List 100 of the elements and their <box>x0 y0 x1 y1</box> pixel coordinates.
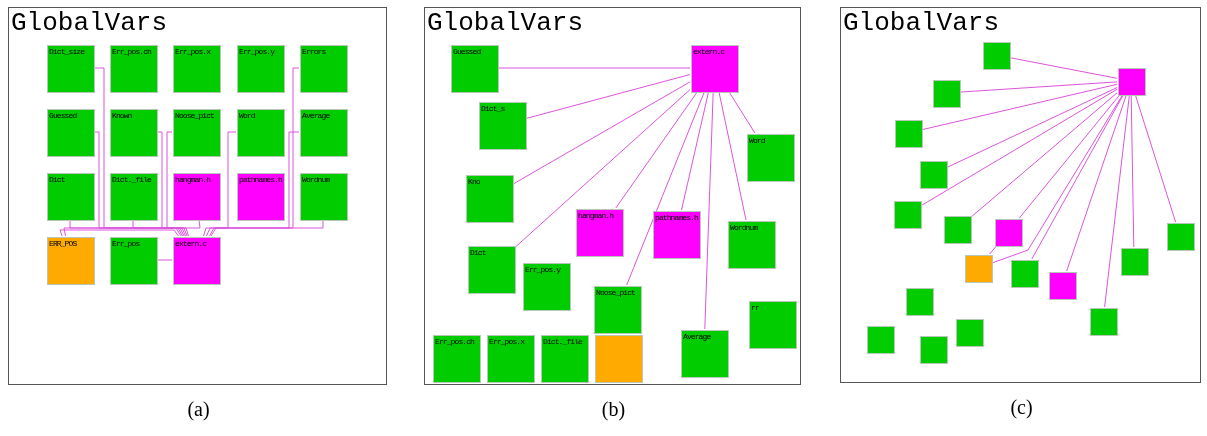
variable-box <box>541 335 589 383</box>
variable-box <box>110 173 158 221</box>
variable-name: Known <box>112 111 132 120</box>
variable-name: Word <box>239 111 255 120</box>
panel-caption: (b) <box>601 398 626 421</box>
variable-box <box>965 255 993 283</box>
variable-box <box>300 173 348 221</box>
variable-name: Err_pos.ch <box>112 47 151 56</box>
connector-line <box>920 88 1118 207</box>
connector-line <box>681 91 709 211</box>
variable-box <box>681 330 729 378</box>
connector-line <box>989 245 997 255</box>
variable-box <box>47 173 95 221</box>
connector-line <box>1130 94 1135 248</box>
variable-box <box>749 301 797 349</box>
connector-line <box>1018 94 1121 219</box>
connector-line <box>525 74 691 119</box>
connector-line <box>959 81 1118 93</box>
variable-name: extern.c <box>693 47 725 56</box>
variable-box <box>47 45 95 93</box>
variable-name: Noose_pict <box>596 288 635 297</box>
connector-line <box>704 91 714 330</box>
variable-name: Dict <box>470 248 486 257</box>
panel-title: GlobalVars <box>427 10 584 36</box>
variable-name: Errors <box>302 47 326 56</box>
variable-box <box>895 120 923 148</box>
connector-line <box>514 89 691 248</box>
variable-name: Dict_size <box>49 47 85 56</box>
variable-box <box>47 237 95 285</box>
connector-line <box>63 219 201 237</box>
variable-box <box>523 263 571 311</box>
connector-line <box>209 67 300 237</box>
connector-line <box>93 131 185 237</box>
connector-line <box>1031 94 1124 260</box>
variable-name: Noose_pict <box>175 111 214 120</box>
variable-name: hangman.h <box>175 175 211 184</box>
variable-box <box>653 211 701 259</box>
variable-box <box>867 326 895 354</box>
variable-name: extern.c <box>175 239 207 248</box>
variable-name: Err_pos.y <box>239 47 275 56</box>
variable-name: Err_pos.x <box>175 47 211 56</box>
variable-box <box>944 216 972 244</box>
variable-name: Wordnum <box>302 175 330 184</box>
connector-line <box>166 131 189 237</box>
variable-box <box>1011 260 1039 288</box>
variable-box <box>1049 272 1077 300</box>
variable-name: ERR_POS <box>49 239 77 248</box>
variable-box <box>466 175 514 223</box>
connector-line <box>497 67 691 69</box>
connector-line <box>156 259 173 261</box>
variable-box <box>906 288 934 316</box>
panel-caption: (a) <box>187 398 210 421</box>
variable-box <box>728 221 776 269</box>
variable-name: Word <box>749 136 765 145</box>
variable-box <box>595 335 643 383</box>
variable-box <box>933 80 961 108</box>
panel-title: GlobalVars <box>11 10 168 36</box>
variable-box <box>747 134 795 182</box>
variable-box <box>691 45 739 93</box>
variable-box <box>576 209 624 257</box>
connector-line <box>512 81 691 185</box>
variable-box <box>237 173 285 221</box>
connector-line <box>970 92 1118 218</box>
connector-line <box>1104 94 1130 308</box>
variable-name: Err_pos.x <box>489 337 525 346</box>
variable-box <box>300 109 348 157</box>
connector-line <box>210 219 324 237</box>
variable-name: Err_pos <box>112 239 140 248</box>
variable-name: Guessed <box>453 47 481 56</box>
variable-box <box>1167 223 1195 251</box>
variable-name: pathnames.h <box>655 213 698 222</box>
variable-box <box>1118 68 1146 96</box>
variable-box <box>451 45 499 93</box>
variable-name: hangman.h <box>578 211 614 220</box>
variable-box <box>237 109 285 157</box>
variable-name: Wordnum <box>730 223 758 232</box>
variable-box <box>479 102 527 150</box>
variable-name: Average <box>683 332 711 341</box>
variable-box <box>173 45 221 93</box>
variable-box <box>433 335 481 383</box>
variable-name: Guessed <box>49 111 77 120</box>
connector-line <box>728 91 756 134</box>
variable-box <box>110 237 158 285</box>
variable-box <box>468 246 516 294</box>
variable-box <box>487 335 535 383</box>
connector-line <box>946 87 1118 168</box>
connector-line <box>206 131 300 237</box>
variable-box <box>47 109 95 157</box>
connector-line <box>59 229 179 237</box>
connector-line <box>1134 94 1177 223</box>
variable-name: Err_pos.ch <box>435 337 474 346</box>
connector-line <box>921 83 1118 131</box>
connector-line <box>203 131 237 237</box>
connector-line <box>991 94 1123 264</box>
connector-line <box>156 131 188 237</box>
variable-name: Dict._file <box>112 175 151 184</box>
variable-box <box>1121 248 1149 276</box>
variable-box <box>594 286 642 334</box>
variable-box <box>110 45 158 93</box>
variable-box <box>920 161 948 189</box>
